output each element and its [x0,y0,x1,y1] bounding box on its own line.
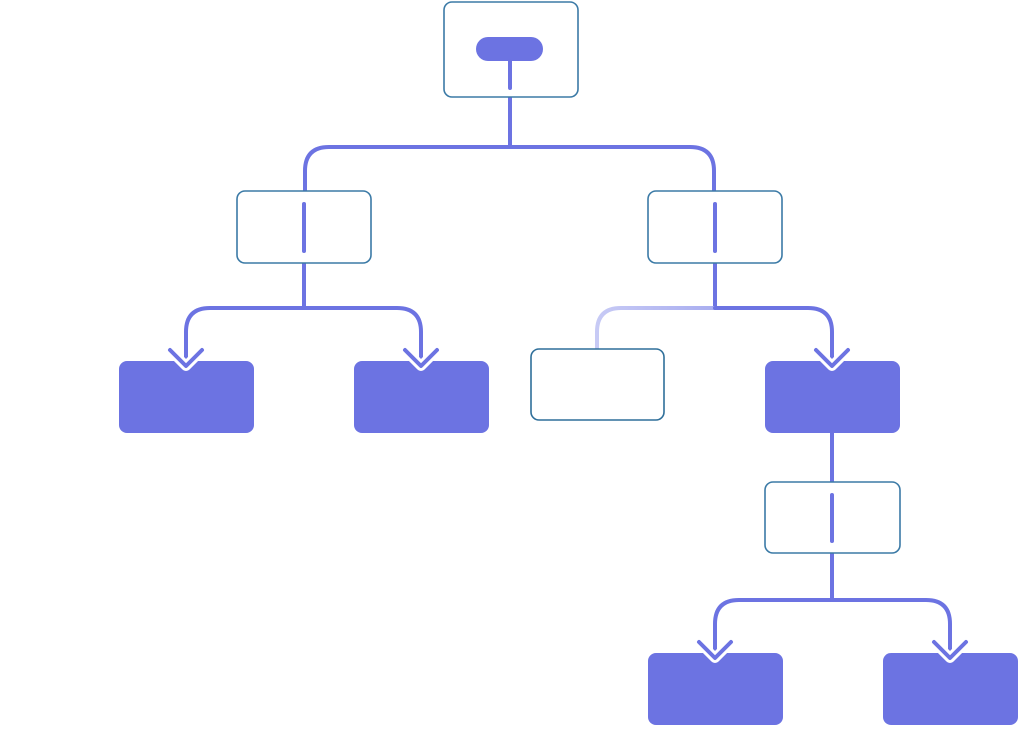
node-root[interactable] [443,1,579,98]
edge-n1-right-n2-filled [713,306,834,366]
edge-n3-leaf-d [830,598,952,658]
arrowhead-icon [165,345,207,371]
pill-icon [476,37,543,61]
edges [184,95,952,658]
node-n1-left[interactable] [236,190,372,264]
node-leaf-d[interactable] [883,653,1018,725]
node-n3[interactable] [764,481,901,554]
node-leaf-b[interactable] [354,361,489,433]
edge-n3-leaf-c [713,598,834,658]
edge-n1-right-n2-outline [595,306,717,351]
edge-root-n1-right [508,145,716,193]
edge-n1-left-leaf-b [302,306,423,366]
node-n2-outline[interactable] [530,348,665,421]
edge-n1-left-leaf-a [184,306,306,366]
edge-root-n1-left [303,145,512,193]
node-leaf-a[interactable] [119,361,254,433]
arrowhead-icon [400,345,442,371]
nodes [119,1,1018,725]
node-leaf-c[interactable] [648,653,783,725]
node-n1-right[interactable] [647,190,783,264]
arrowhead-icon [811,345,853,371]
arrowhead-icon [694,637,736,663]
arrowhead-icon [929,637,971,663]
arrowheads [165,345,971,663]
node-n2-filled[interactable] [765,361,900,433]
